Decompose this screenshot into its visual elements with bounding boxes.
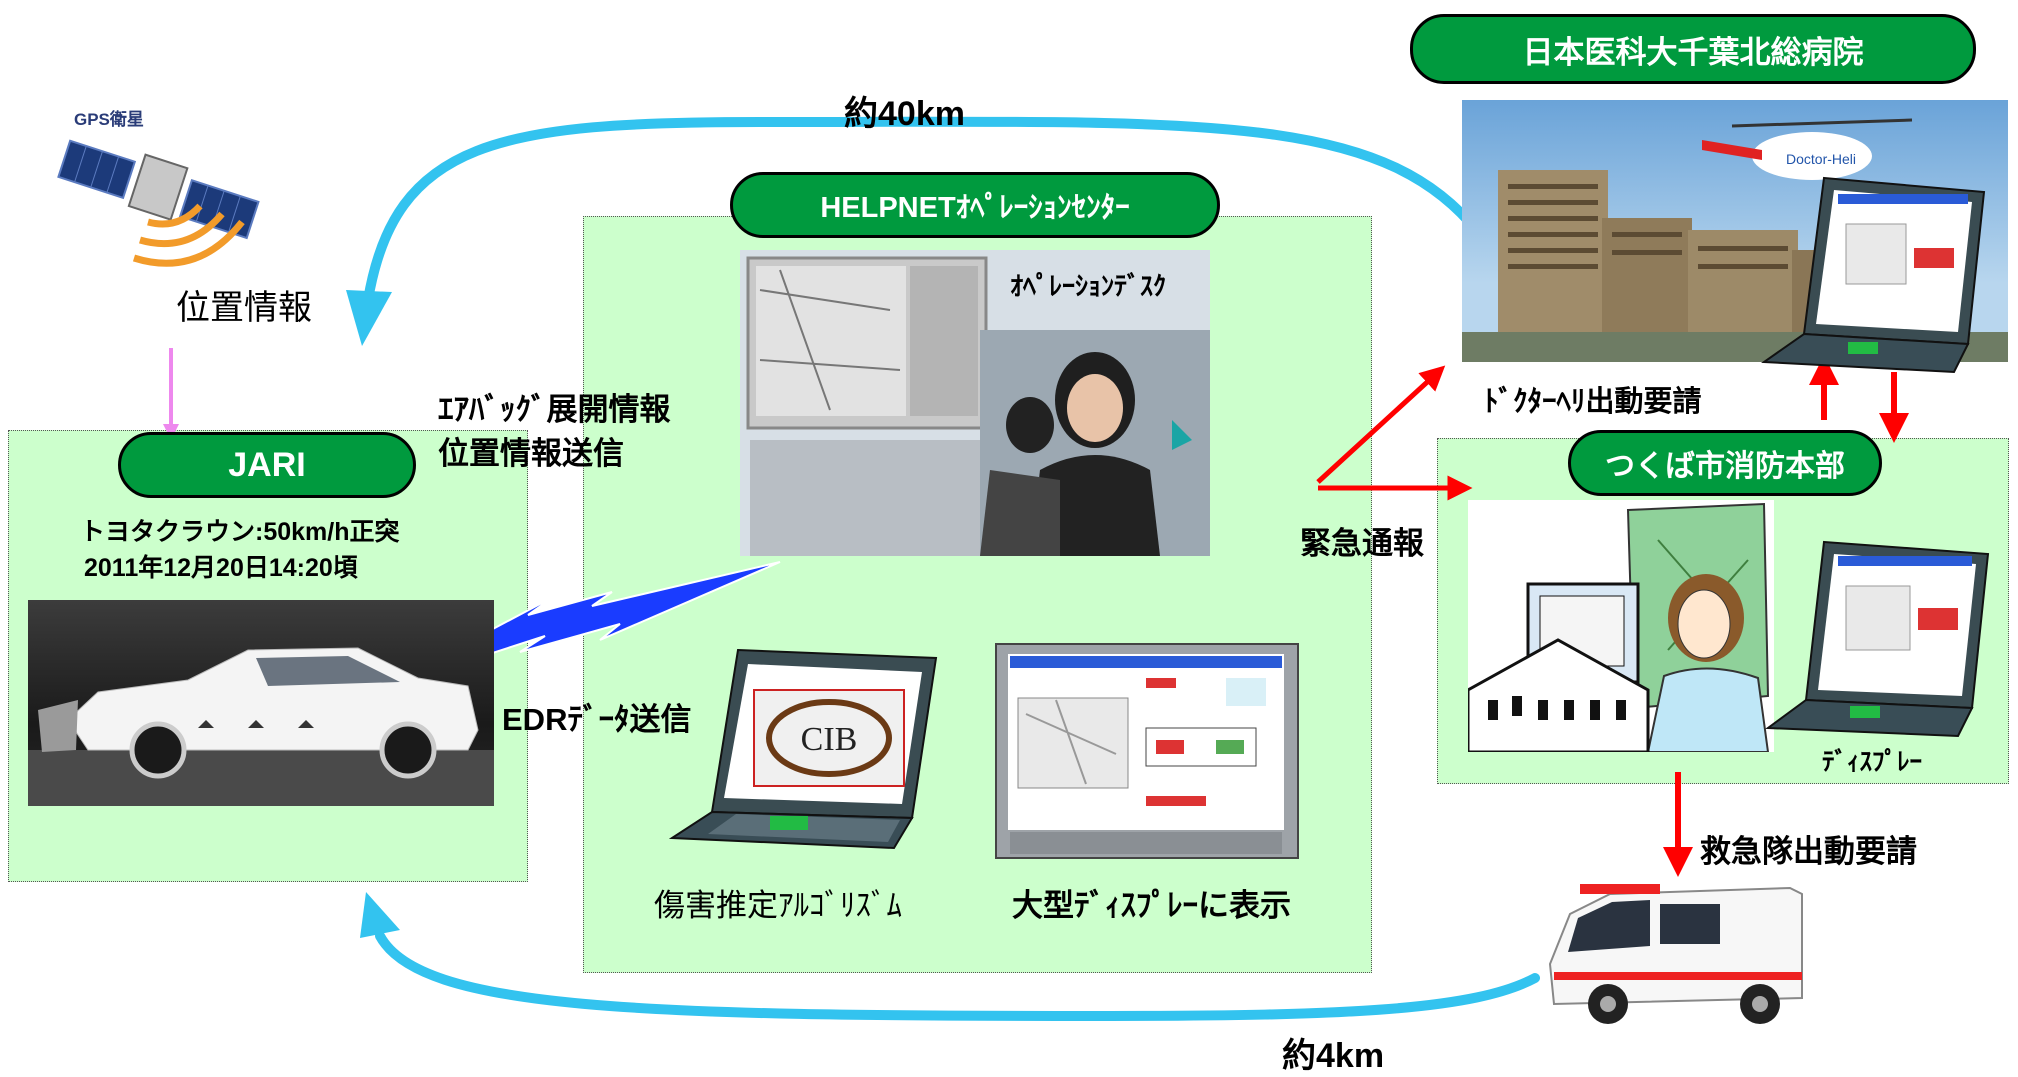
airbag-label-line1: ｴｱﾊﾞｯｸﾞ展開情報: [438, 392, 671, 427]
operation-desk-label: ｵﾍﾟﾚｰｼｮﾝﾃﾞｽｸ: [1010, 271, 1167, 301]
hospital-photo: Doctor-Heli: [1462, 100, 2008, 362]
fire-display-label: ﾃﾞｨｽﾌﾟﾚｰ: [1822, 748, 1923, 776]
blue-arrow-top-head: [346, 290, 392, 346]
emergency-call-label: 緊急通報: [1300, 526, 1424, 561]
jari-test-description: トヨタクラウン:50km/h正突: [80, 518, 400, 546]
jari-title: JARI: [228, 445, 306, 484]
hospital-title: 日本医科大千葉北総病院: [1522, 34, 1864, 70]
distance-top-label: 約40km: [844, 95, 965, 133]
satellite-label: GPS衛星: [74, 110, 144, 129]
hospital-title-pill: 日本医科大千葉北総病院: [1410, 14, 1976, 84]
fire-dept-title: つくば市消防本部: [1605, 450, 1845, 483]
blue-arrow-top: [363, 116, 1483, 305]
large-display-label: 大型ﾃﾞｨｽﾌﾟﾚｰに表示: [1012, 888, 1291, 923]
red-arrow-to-hospital: [1316, 365, 1446, 484]
algorithm-label: 傷害推定ｱﾙｺﾞﾘｽﾞﾑ: [654, 888, 902, 923]
helpnet-title: HELPNETｵﾍﾟﾚｰｼｮﾝｾﾝﾀｰ: [820, 192, 1130, 224]
dispatcher-illustration: [1468, 500, 1774, 752]
operation-center-photo: [740, 250, 1210, 556]
lightning-bolt: [377, 561, 781, 691]
doctor-heli-label: ﾄﾞｸﾀｰﾍﾘ出動要請: [1484, 386, 1702, 418]
ambulance-request-label: 救急隊出動要請: [1700, 834, 1917, 869]
svg-text:CIB: CIB: [801, 721, 858, 758]
svg-text:Doctor-Heli: Doctor-Heli: [1786, 151, 1856, 167]
fire-dept-title-pill: つくば市消防本部: [1568, 430, 1882, 496]
jari-title-pill: JARI: [118, 432, 416, 498]
jari-test-date: 2011年12月20日14:20頃: [84, 554, 358, 582]
airbag-label-line2: 位置情報送信: [438, 436, 624, 471]
crash-test-photo: [28, 600, 494, 806]
blue-arrow-bottom: [375, 931, 1540, 1022]
edr-label: EDRﾃﾞｰﾀ送信: [502, 702, 692, 737]
blue-arrow-bottom-head: [360, 892, 400, 938]
position-info-label: 位置情報: [176, 289, 312, 327]
helpnet-title-pill: HELPNETｵﾍﾟﾚｰｼｮﾝｾﾝﾀｰ: [730, 172, 1220, 238]
